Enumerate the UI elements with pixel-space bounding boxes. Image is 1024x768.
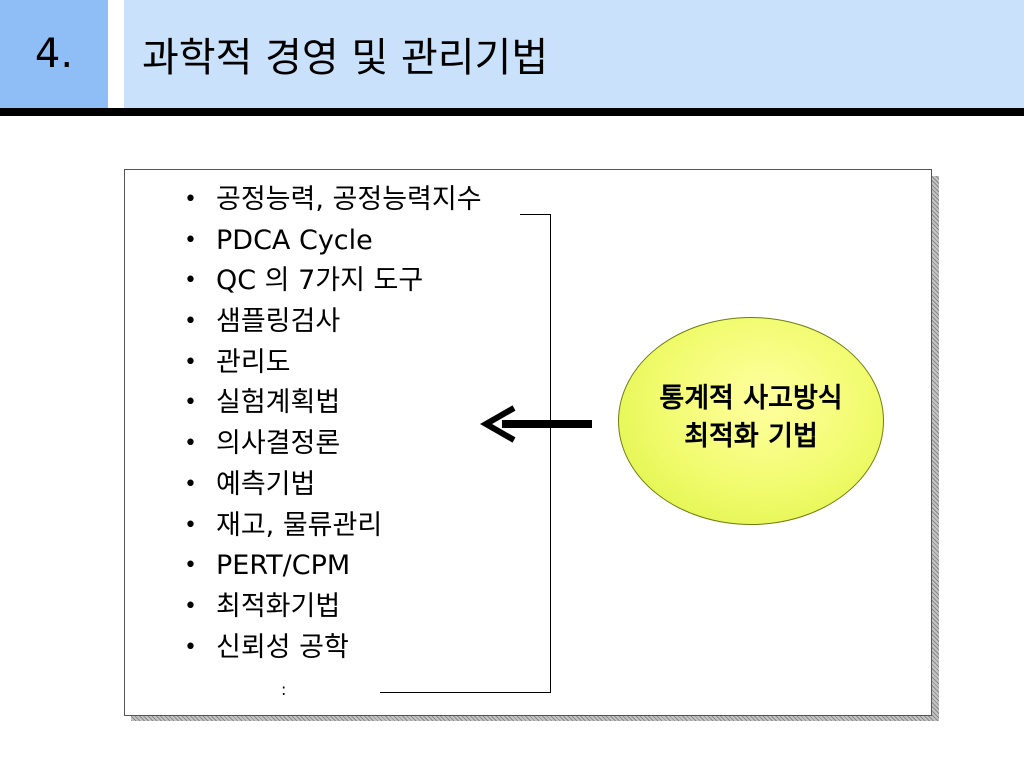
bullet-icon: •	[184, 634, 197, 660]
list-bracket	[380, 214, 551, 693]
list-item: • PDCA Cycle	[180, 221, 482, 262]
list-item: • 샘플링검사	[180, 302, 482, 343]
list-item: • 최적화기법	[180, 587, 482, 628]
bullet-icon: •	[184, 349, 197, 375]
list-item: • 의사결정론	[180, 424, 482, 465]
header-divider	[0, 108, 1024, 116]
list-bracket-top	[520, 214, 550, 215]
list-item: • 실험계획법	[180, 383, 482, 424]
list-item-label: 공정능력, 공정능력지수	[216, 184, 482, 215]
bullet-icon: •	[184, 593, 197, 619]
left-arrow-icon	[480, 405, 592, 443]
callout-line-2: 최적화 기법	[684, 421, 818, 452]
list-item-label: 예측기법	[216, 468, 316, 500]
list-item-label: 실험계획법	[216, 387, 341, 419]
bullet-icon: •	[184, 512, 197, 538]
bullet-icon: •	[184, 431, 197, 457]
bullet-icon: •	[184, 390, 197, 416]
technique-list: • 공정능력, 공정능력지수 • PDCA Cycle • QC 의 7가지 도구 •…	[180, 180, 482, 668]
bullet-icon: •	[184, 268, 197, 294]
list-item: • 예측기법	[180, 465, 482, 506]
section-number: 4.	[34, 31, 74, 77]
list-item-label: 샘플링검사	[216, 306, 341, 338]
header-title-box	[124, 0, 1024, 108]
list-item-label: 재고, 물류관리	[216, 509, 383, 541]
bullet-icon: •	[184, 471, 197, 497]
list-item: • 관리도	[180, 343, 482, 384]
callout-text: 통계적 사고방식 최적화 기법	[618, 380, 884, 456]
list-item-label: PDCA Cycle	[216, 224, 373, 256]
list-item: • PERT/CPM	[180, 546, 482, 587]
list-item: • 공정능력, 공정능력지수	[180, 180, 482, 221]
list-item-label: 최적화기법	[216, 590, 341, 622]
bullet-icon: •	[184, 227, 197, 253]
callout-line-1: 통계적 사고방식	[659, 383, 843, 414]
bullet-icon: •	[184, 553, 197, 579]
list-item-label: 신뢰성 공학	[216, 631, 349, 663]
bullet-icon: •	[184, 187, 197, 212]
list-item-label: 의사결정론	[216, 428, 341, 460]
page-title: 과학적 경영 및 관리기법	[142, 35, 549, 81]
header-number-box	[0, 0, 108, 108]
list-item: • 신뢰성 공학	[180, 628, 482, 669]
list-item-label: PERT/CPM	[216, 550, 351, 582]
list-item: • QC 의 7가지 도구	[180, 261, 482, 302]
list-item-label: QC 의 7가지 도구	[216, 265, 424, 297]
list-item-label: 관리도	[216, 346, 291, 378]
bullet-icon: •	[184, 309, 197, 335]
continuation-mark: :	[281, 680, 287, 699]
list-item: • 재고, 물류관리	[180, 506, 482, 547]
callout-ellipse	[618, 317, 884, 525]
